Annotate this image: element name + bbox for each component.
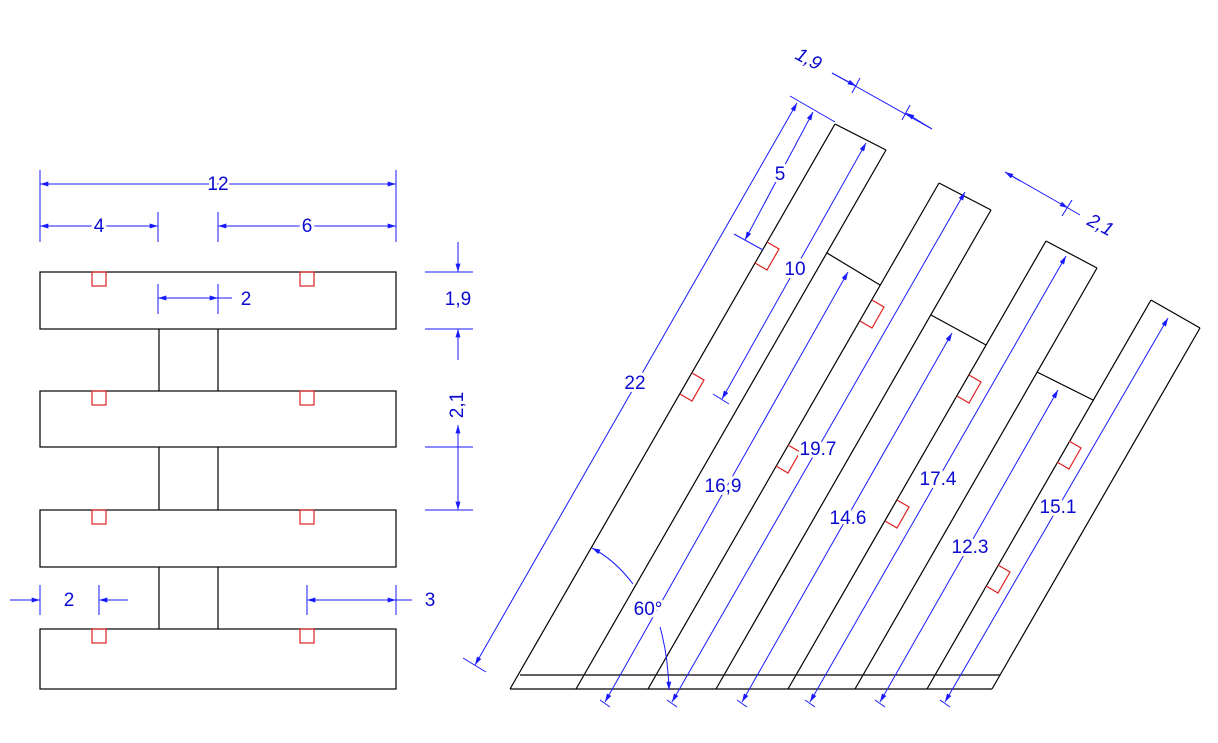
dim-label: 3 <box>425 590 436 611</box>
board-2 <box>39 390 397 448</box>
dim-label: 2,1 <box>1083 210 1117 241</box>
dim-notch-left: 2 <box>10 585 128 615</box>
dim-label: 10 <box>784 259 805 280</box>
notches <box>679 241 1082 594</box>
notch-squares <box>91 271 315 644</box>
board-length-label: 12.3 <box>952 537 989 558</box>
dim-label: 12 <box>207 174 228 195</box>
angle-label: 60° <box>634 599 663 620</box>
dim-left-offset: 4 <box>40 212 159 242</box>
board-length-label: 17.4 <box>920 469 957 490</box>
angle-dimension: 60° <box>591 547 672 691</box>
dim-label: 1,9 <box>445 289 471 310</box>
dim-label: 4 <box>94 216 105 237</box>
board-length-label: 19.7 <box>800 439 837 460</box>
dim-board-width: 1,9 <box>789 41 933 130</box>
board-3 <box>39 509 397 568</box>
board-length-label: 15.1 <box>1040 497 1077 518</box>
front-view: 12 4 6 2 1,9 2,1 <box>10 170 474 690</box>
dim-label: 2,1 <box>447 392 468 418</box>
board-length-label: 16,9 <box>705 476 742 497</box>
dim-label: 5 <box>775 164 786 185</box>
board-length-label: 14.6 <box>830 508 867 529</box>
dim-label: 22 <box>624 373 645 394</box>
dim-label: 2 <box>64 590 75 611</box>
dim-right-offset: 6 <box>217 212 396 242</box>
dim-gap-height: 2,1 <box>425 389 473 511</box>
dim-notch-right: 3 <box>306 585 438 615</box>
post <box>158 329 219 629</box>
dim-overall-width: 12 <box>39 170 397 242</box>
board-4 <box>39 628 397 690</box>
side-view: 22 5 10 1,9 2,1 <box>462 41 1201 708</box>
dim-board-height: 1,9 <box>425 242 474 360</box>
dim-second-notch: 10 <box>712 142 867 405</box>
dim-label: 2 <box>241 289 252 310</box>
dim-first-notch: 5 <box>733 111 814 251</box>
dim-post-width: 2 <box>157 284 254 314</box>
board-length-dims: 16,9 19.7 14.6 17.4 12.3 15.1 <box>599 191 1169 708</box>
dim-label: 1,9 <box>792 44 826 75</box>
angled-boards <box>509 123 1201 690</box>
dim-label: 6 <box>302 216 313 237</box>
dim-gap-width: 2,1 <box>1004 171 1120 244</box>
